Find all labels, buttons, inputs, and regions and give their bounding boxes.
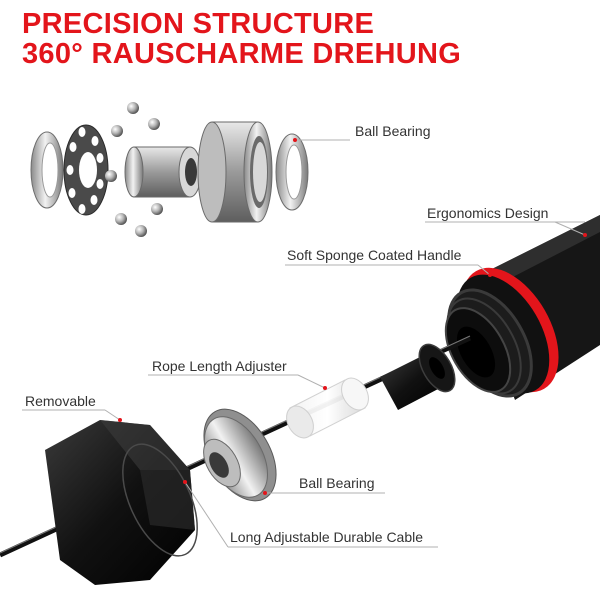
outer-race bbox=[197, 121, 273, 223]
callout-long-cable: Long Adjustable Durable Cable bbox=[230, 529, 424, 545]
lower-bearing bbox=[203, 408, 277, 502]
callout-removable: Removable bbox=[25, 393, 96, 409]
adjuster-stopper bbox=[380, 343, 456, 410]
callout-soft-sponge-handle: Soft Sponge Coated Handle bbox=[287, 247, 462, 263]
inner-sleeve bbox=[124, 146, 202, 198]
retainer-plate bbox=[63, 124, 109, 216]
rope-length-adjuster-part bbox=[286, 377, 369, 439]
headline-line-1: PRECISION STRUCTURE bbox=[22, 8, 375, 40]
removable-end-cap bbox=[45, 420, 198, 585]
leader-lines bbox=[22, 138, 587, 548]
callout-ergonomics-design: Ergonomics Design bbox=[427, 205, 549, 221]
steel-balls bbox=[105, 102, 163, 237]
headline-line-2: 360° RAUSCHARME DREHUNG bbox=[22, 38, 462, 70]
washer-right bbox=[275, 133, 309, 211]
callout-ball-bearing-bottom: Ball Bearing bbox=[299, 475, 375, 491]
callout-rope-length-adjuster: Rope Length Adjuster bbox=[152, 358, 287, 374]
callout-ball-bearing-top: Ball Bearing bbox=[355, 123, 431, 139]
handle-body bbox=[444, 215, 600, 400]
washer-left bbox=[30, 131, 64, 209]
